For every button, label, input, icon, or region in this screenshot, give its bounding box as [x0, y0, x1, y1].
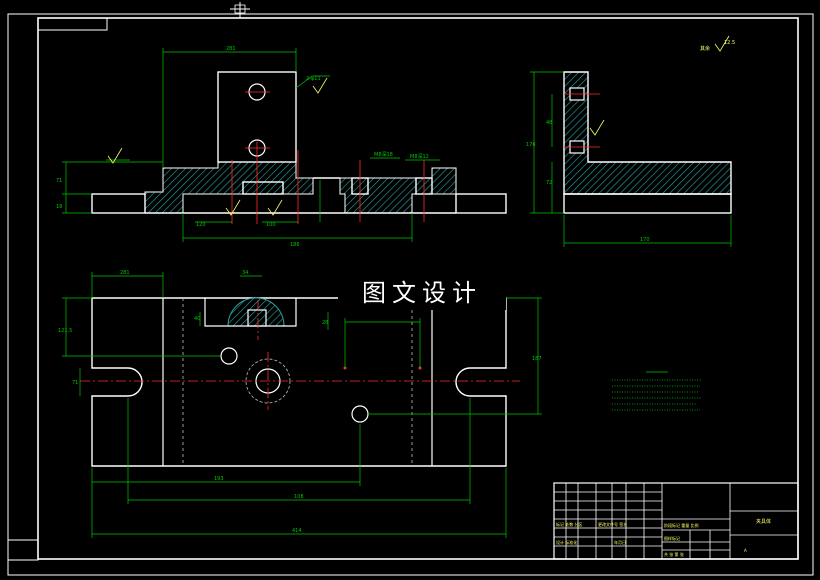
- svg-text:2-φ11: 2-φ11: [306, 76, 321, 82]
- svg-text:71: 71: [72, 380, 78, 386]
- svg-text:40: 40: [194, 316, 200, 322]
- svg-text:28: 28: [322, 320, 328, 326]
- sheet-border: [7, 2, 814, 576]
- svg-text:71: 71: [56, 178, 62, 184]
- svg-text:72: 72: [546, 180, 552, 186]
- top-view: 281 34 121.5 71 187 193 108 414 40 28: [58, 270, 542, 538]
- svg-text:281: 281: [226, 46, 236, 52]
- front-section-view: 281 71 18 186 2-φ11 M8深18 M8深12 120 100 …: [56, 35, 735, 248]
- svg-text:共 张 第 张: 共 张 第 张: [664, 551, 684, 557]
- svg-text:176: 176: [526, 142, 536, 148]
- section-hatch-left: [144, 161, 314, 214]
- title-block-text: 标记 处数 分区 更改文件号 签名 设计 标准化 年月日 阶段标记 重量 比例 …: [556, 521, 747, 557]
- top-hole-small: [220, 347, 238, 365]
- svg-text:设计 标准化: 设计 标准化: [556, 539, 577, 545]
- watermark-text: 图文设计: [338, 276, 506, 310]
- svg-text:其余: 其余: [700, 45, 710, 52]
- svg-text:281: 281: [120, 270, 130, 276]
- svg-text:年月日: 年月日: [614, 539, 626, 545]
- side-view: 176 48 72 170: [526, 71, 732, 247]
- svg-text:A: A: [744, 548, 747, 553]
- drawing-name: 夹具体: [756, 518, 771, 525]
- svg-text:48: 48: [546, 120, 552, 126]
- section-hatch-right: [339, 167, 457, 214]
- svg-text:图样标记: 图样标记: [664, 535, 680, 541]
- svg-text:更改文件号 签名: 更改文件号 签名: [598, 521, 627, 527]
- svg-text:34: 34: [242, 270, 248, 276]
- svg-text:187: 187: [532, 356, 542, 362]
- svg-text:12.5: 12.5: [724, 40, 735, 46]
- svg-text:108: 108: [294, 494, 304, 500]
- top-hole-right: [351, 405, 369, 423]
- technical-notes: [612, 371, 702, 411]
- svg-text:120: 120: [196, 222, 206, 228]
- svg-text:414: 414: [292, 528, 302, 534]
- title-block: [553, 482, 799, 560]
- svg-text:100: 100: [266, 222, 276, 228]
- svg-text:18: 18: [56, 204, 62, 210]
- svg-text:170: 170: [640, 237, 650, 243]
- svg-text:186: 186: [290, 242, 300, 248]
- svg-text:121.5: 121.5: [58, 328, 72, 334]
- svg-text:M8深18: M8深18: [374, 151, 393, 158]
- svg-text:标记 处数 分区: 标记 处数 分区: [556, 521, 583, 527]
- svg-text:阶段标记 重量 比例: 阶段标记 重量 比例: [664, 522, 699, 528]
- svg-text:M8深12: M8深12: [410, 153, 429, 160]
- svg-text:193: 193: [214, 476, 224, 482]
